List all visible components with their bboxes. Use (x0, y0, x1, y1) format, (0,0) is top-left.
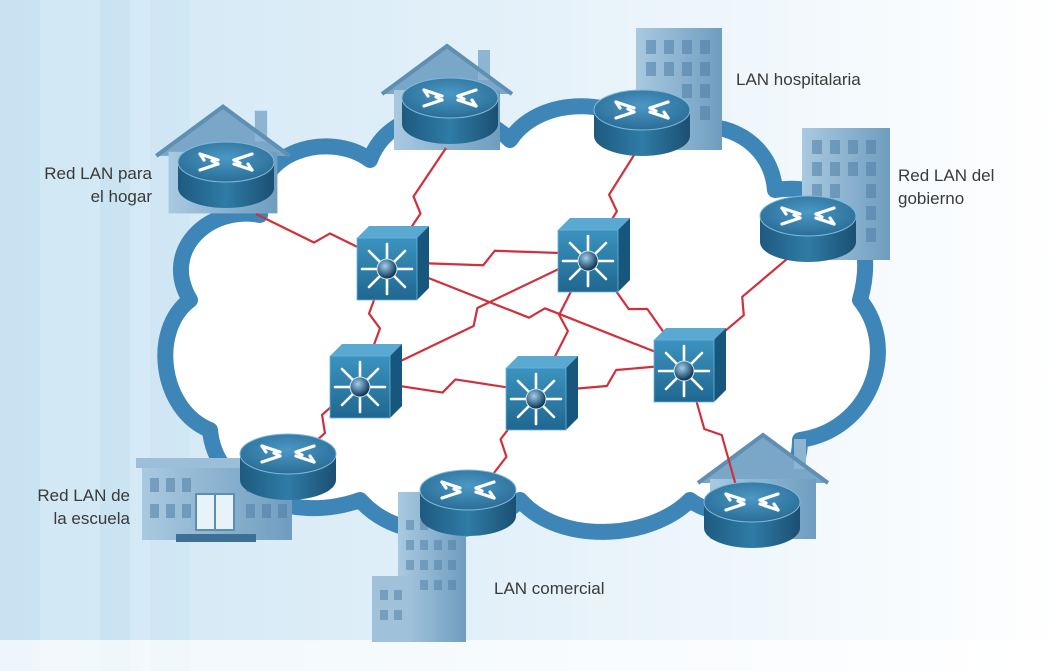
home-router-icon[interactable] (176, 140, 276, 210)
multilayer-switch-icon[interactable] (652, 326, 728, 404)
multilayer-switch-icon[interactable] (355, 224, 431, 302)
hospital-router-icon[interactable] (592, 88, 692, 158)
home-lan-label-line1: Red LAN para (44, 164, 152, 183)
multilayer-switch-icon[interactable] (504, 354, 580, 432)
school-router-icon[interactable] (238, 432, 338, 502)
background-stripes (0, 0, 190, 671)
commercial-router-icon[interactable] (418, 468, 518, 538)
serial-link-s1-s5 (387, 260, 687, 366)
bottom-right-router-icon[interactable] (702, 480, 802, 550)
school-lan-label-line2: la escuela (53, 509, 130, 528)
home-lan-label-line2: el hogar (90, 187, 152, 206)
home-lan-label: Red LAN para el hogar (6, 162, 152, 208)
serial-link-s2-s3 (360, 253, 591, 381)
hospital-lan-label: LAN hospitalaria (736, 70, 861, 89)
school-lan-label: Red LAN de la escuela (0, 484, 130, 530)
multilayer-switch-icon[interactable] (328, 342, 404, 420)
government-lan-label-line1: Red LAN del (898, 166, 995, 185)
school-lan-label-line1: Red LAN de (37, 486, 130, 505)
top-router-icon[interactable] (400, 76, 500, 146)
commercial-lan-label: LAN comercial (494, 579, 605, 598)
government-router-icon[interactable] (758, 194, 858, 264)
serial-link-s1-s2 (387, 249, 591, 267)
multilayer-switch-icon[interactable] (556, 216, 632, 294)
government-lan-label-line2: gobierno (898, 189, 965, 208)
government-lan-label: Red LAN del gobierno (898, 164, 994, 210)
